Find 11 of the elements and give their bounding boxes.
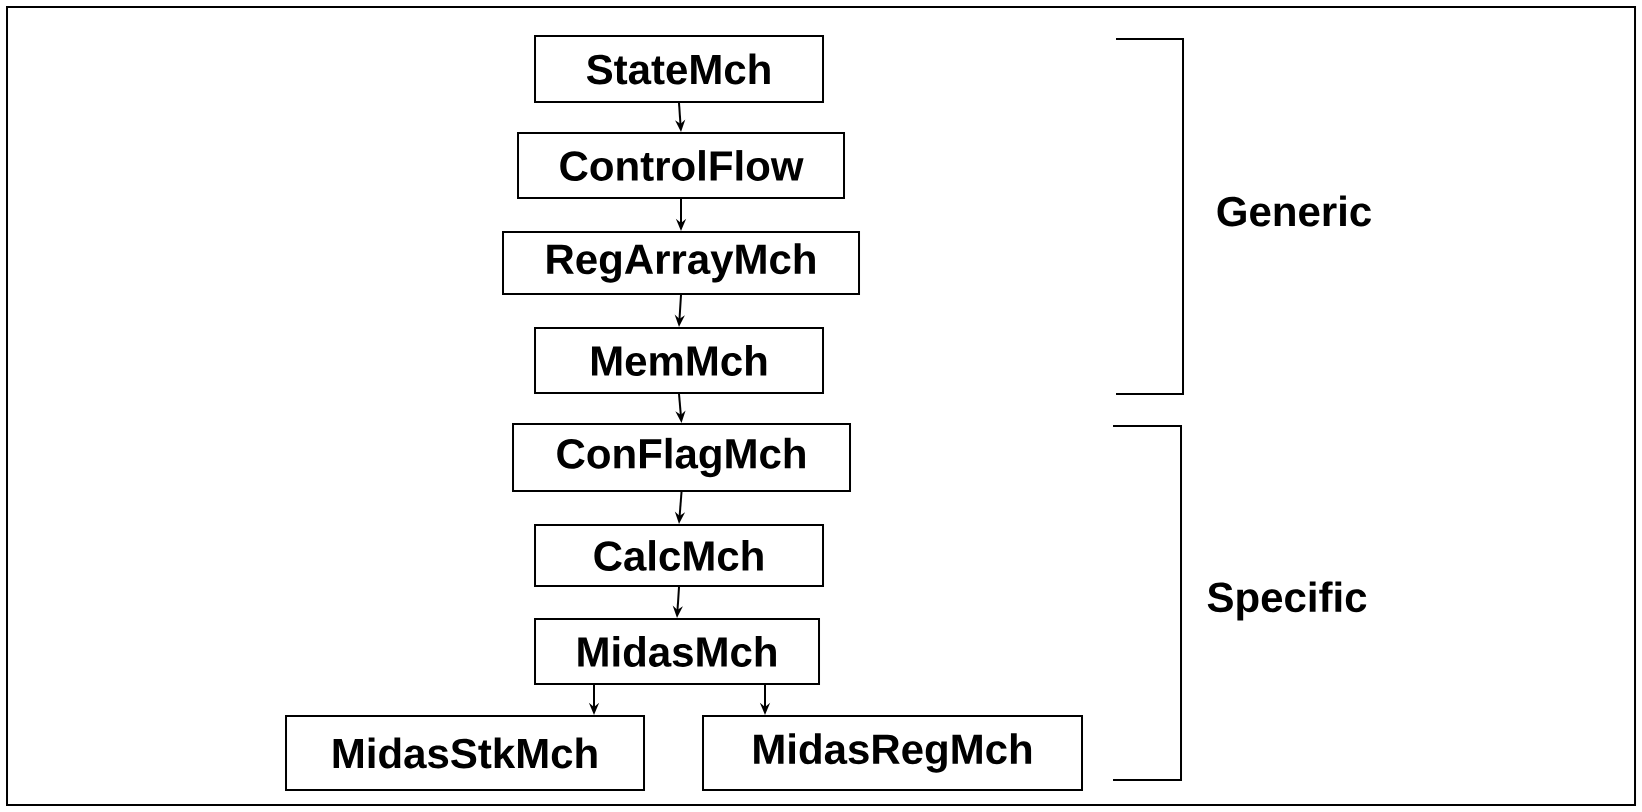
group-label: Generic [1217,195,1371,227]
class-box: StateMch [534,35,824,103]
class-box: MemMch [534,327,824,394]
class-box: MidasMch [534,618,820,685]
class-box: MidasRegMch [702,715,1083,791]
group-label: Specific [1207,581,1367,621]
class-box: RegArrayMch [502,231,860,295]
class-box: ControlFlow [517,132,845,199]
class-box: CalcMch [534,524,824,587]
class-box: MidasStkMch [285,715,645,791]
class-box: ConFlagMch [512,423,851,492]
